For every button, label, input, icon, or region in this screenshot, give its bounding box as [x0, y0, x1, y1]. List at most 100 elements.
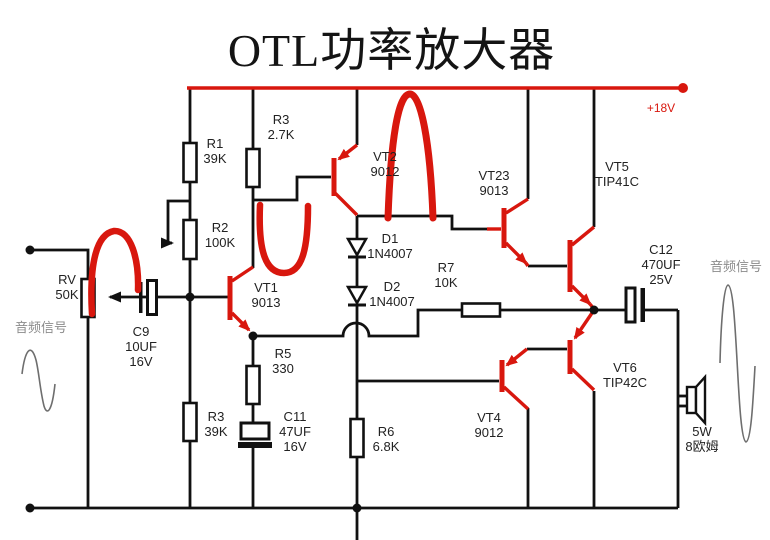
capacitor-c11: [238, 421, 272, 448]
resistor-r7: [460, 302, 502, 318]
wires: [30, 88, 687, 540]
potentiometer-arrows: [108, 237, 174, 303]
c11-voltage: 16V: [283, 439, 307, 454]
label-r3-top: R3 2.7K: [268, 112, 295, 142]
label-vt6: VT6 TIP42C: [603, 360, 647, 390]
sine-wave-output: [719, 284, 756, 443]
label-r2: R2 100K: [205, 220, 235, 250]
c12-voltage: 25V: [649, 272, 673, 287]
label-speaker: 5W 8欧姆: [685, 424, 718, 454]
annotation-arc-input: [88, 227, 142, 318]
speaker-impedance: 8欧姆: [685, 439, 719, 454]
label-c12: C12 470UF 25V: [641, 242, 680, 287]
input-signal-label: 音频信号: [14, 320, 68, 335]
r3-top-value: 2.7K: [267, 127, 295, 142]
resistors: [80, 141, 502, 459]
transistor-vt5: [567, 225, 596, 311]
diode-d1: [345, 237, 369, 259]
r3-bottom-value: 39K: [204, 424, 228, 439]
diagram-title: OTL功率放大器: [227, 25, 556, 76]
c9-ref: C9: [132, 324, 150, 339]
c11-ref: C11: [283, 409, 307, 424]
label-vt1: VT1 9013: [252, 280, 281, 310]
rv-ref: RV: [58, 272, 76, 287]
vt5-ref: VT5: [605, 159, 629, 174]
vt6-value: TIP42C: [602, 375, 648, 390]
r3-top-ref: R3: [272, 112, 290, 127]
sine-waves: [21, 284, 756, 443]
r2-value: 100K: [204, 235, 236, 250]
label-vt5: VT5 TIP41C: [595, 159, 639, 189]
c12-ref: C12: [649, 242, 673, 257]
power-rail: [187, 83, 688, 93]
d2-value: 1N4007: [369, 294, 415, 309]
label-r5: R5 330: [272, 346, 294, 376]
vt2-value: 9012: [370, 164, 400, 179]
vt4-ref: VT4: [477, 410, 501, 425]
label-r6: R6 6.8K: [373, 424, 400, 454]
junction-dots: [25, 245, 599, 513]
vt2-ref: VT2: [373, 149, 397, 164]
c9-voltage: 16V: [129, 354, 153, 369]
r1-ref: R1: [206, 136, 224, 151]
r6-value: 6.8K: [372, 439, 400, 454]
label-d1: D1 1N4007: [367, 231, 413, 261]
label-c11: C11 47UF 16V: [279, 409, 311, 454]
power-rail-label: +18V: [646, 101, 676, 115]
transistor-vt4: [499, 347, 530, 411]
r5-value: 330: [272, 361, 294, 376]
label-rv: RV 50K: [55, 272, 78, 302]
potentiometer-r2: [182, 218, 198, 261]
r7-value: 10K: [434, 275, 458, 290]
annotation-arc-vt2: [384, 90, 437, 222]
r2-ref: R2: [211, 220, 229, 235]
annotation-arcs: [88, 90, 437, 318]
c12-value: 470UF: [641, 257, 681, 272]
label-c9: C9 10UF 16V: [125, 324, 157, 369]
capacitor-c9: [139, 279, 158, 316]
transistor-vt6: [567, 312, 596, 392]
label-d2: D2 1N4007: [369, 279, 415, 309]
vt1-ref: VT1: [254, 280, 278, 295]
d1-value: 1N4007: [367, 246, 413, 261]
r6-ref: R6: [377, 424, 395, 439]
rv-value: 50K: [55, 287, 79, 302]
output-node: [589, 305, 599, 315]
resistor-r5: [245, 364, 261, 406]
vt23-ref: VT23: [478, 168, 510, 183]
wire-hop: [253, 308, 462, 338]
input-terminal: [25, 245, 35, 255]
vt1-value: 9013: [251, 295, 281, 310]
r5-ref: R5: [274, 346, 292, 361]
capacitor-c12: [624, 286, 645, 324]
transistor-vt2: [331, 143, 359, 217]
resistor-r3-bottom: [182, 401, 198, 443]
c11-value: 47UF: [279, 424, 311, 439]
sine-wave-input: [21, 349, 56, 412]
r1-value: 39K: [203, 151, 227, 166]
c9-value: 10UF: [125, 339, 157, 354]
d1-ref: D1: [381, 231, 399, 246]
speaker-power: 5W: [692, 424, 712, 439]
r3-bottom-ref: R3: [207, 409, 225, 424]
label-r7: R7 10K: [434, 260, 457, 290]
r7-ref: R7: [437, 260, 455, 275]
resistor-r3-top: [245, 147, 261, 189]
d2-ref: D2: [383, 279, 401, 294]
label-r1: R1 39K: [203, 136, 226, 166]
label-vt23: VT23 9013: [478, 168, 509, 198]
output-signal-label: 音频信号: [709, 259, 763, 274]
annotation-arc-vt1: [256, 201, 312, 277]
label-r3-bottom: R3 39K: [204, 409, 227, 439]
vt23-value: 9013: [479, 183, 509, 198]
vt6-ref: VT6: [613, 360, 637, 375]
label-vt2: VT2 9012: [371, 149, 400, 179]
ground-terminal: [25, 503, 35, 513]
vt5-value: TIP41C: [594, 174, 640, 189]
vt4-value: 9012: [474, 425, 504, 440]
resistor-r1: [182, 141, 198, 184]
diode-d2: [345, 285, 369, 307]
transistor-vt23: [487, 197, 530, 267]
